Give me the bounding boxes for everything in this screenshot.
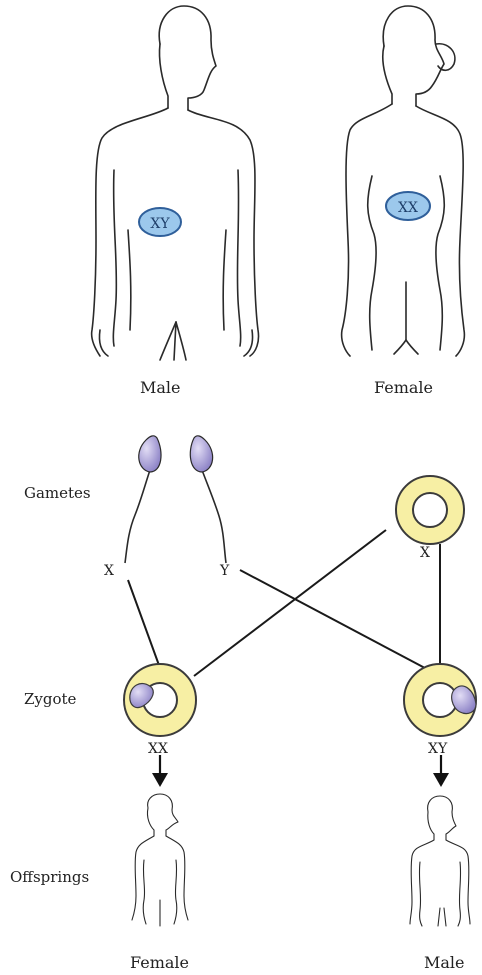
- sperm-y: [190, 436, 226, 563]
- arrow-to-male-offspring: [433, 755, 449, 787]
- zygote-male: [404, 664, 476, 736]
- male-chromosome-label: XY: [150, 216, 170, 232]
- sperm-y-label: Y: [220, 564, 229, 578]
- male-parent-label: Male: [140, 380, 181, 396]
- female-parent-figure: [342, 6, 465, 356]
- male-parent-figure: [92, 6, 259, 360]
- arrow-to-female-offspring: [152, 755, 168, 787]
- female-parent-label: Female: [374, 380, 433, 396]
- egg-gamete: [396, 476, 464, 544]
- male-offspring-label: Male: [424, 955, 465, 971]
- female-offspring-figure: [132, 794, 188, 926]
- male-offspring-figure: [410, 796, 470, 926]
- egg-x-label: X: [420, 546, 430, 560]
- zygote-female: [124, 664, 196, 736]
- sperm-x: [125, 436, 161, 563]
- zygote-male-chromosome-label: XY: [428, 742, 447, 756]
- gametes-label: Gametes: [24, 486, 91, 501]
- female-chromosome-label: XX: [398, 200, 418, 216]
- zygote-label: Zygote: [24, 692, 76, 707]
- female-offspring-label: Female: [130, 955, 189, 971]
- fertilization-lines: [128, 530, 440, 676]
- offsprings-label: Offsprings: [10, 870, 89, 885]
- zygote-female-chromosome-label: XX: [148, 742, 168, 756]
- sperm-x-label: X: [104, 564, 114, 578]
